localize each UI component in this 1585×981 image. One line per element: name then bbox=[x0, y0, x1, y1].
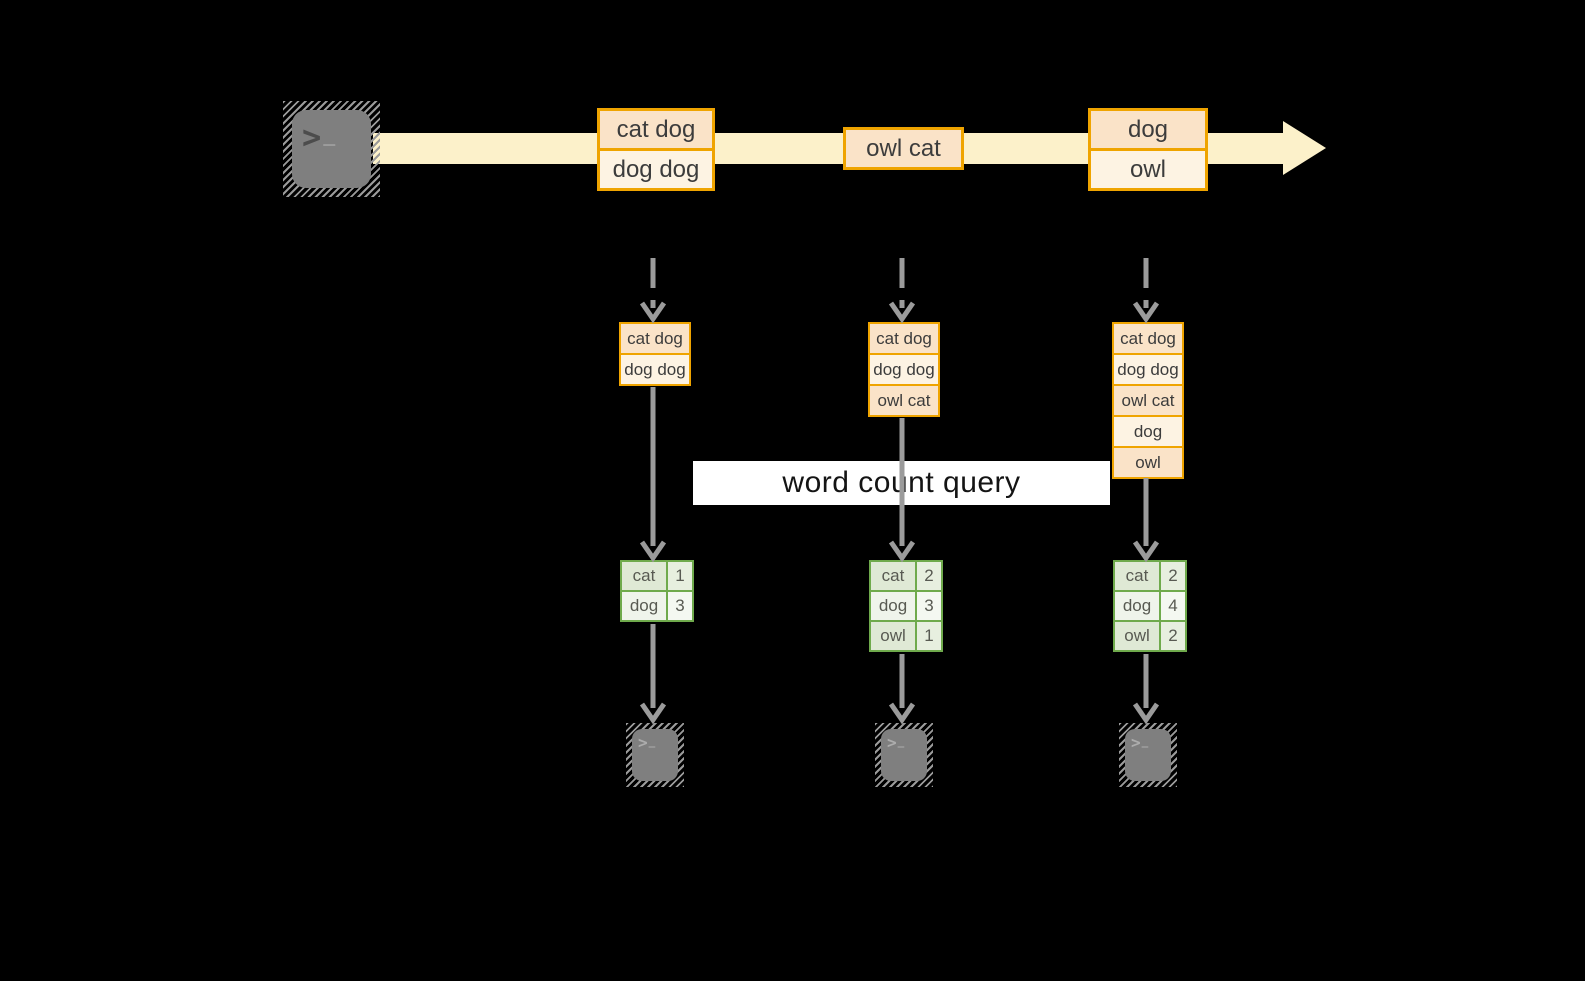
prompt-cursor: _ bbox=[323, 122, 336, 146]
prompt-cursor: _ bbox=[897, 735, 905, 748]
stream-batch-2: owl cat bbox=[843, 127, 964, 170]
terminal-body: >_ bbox=[1125, 729, 1171, 781]
query-arrow-3 bbox=[1132, 478, 1160, 563]
result-count: 2 bbox=[917, 562, 941, 590]
prompt-cursor: _ bbox=[648, 735, 656, 748]
result-table-1: cat 1 dog 3 bbox=[620, 560, 694, 622]
output-terminal-icon-1: >_ bbox=[626, 723, 684, 787]
stream-batch-3: dog owl bbox=[1088, 108, 1208, 191]
result-count: 4 bbox=[1161, 592, 1185, 620]
result-count: 2 bbox=[1161, 562, 1185, 590]
result-word: cat bbox=[622, 562, 666, 590]
input-line: dog bbox=[1114, 417, 1182, 446]
batch-line: dog dog bbox=[600, 151, 712, 188]
dashed-arrow-3 bbox=[1132, 258, 1160, 324]
result-word: dog bbox=[622, 592, 666, 620]
output-arrow-3 bbox=[1132, 654, 1160, 725]
prompt-chevron: > bbox=[302, 118, 322, 156]
input-line: cat dog bbox=[870, 324, 938, 353]
prompt-cursor: _ bbox=[1141, 735, 1149, 748]
prompt-chevron: > bbox=[887, 733, 897, 752]
result-word: owl bbox=[871, 622, 915, 650]
result-word: owl bbox=[1115, 622, 1159, 650]
input-line: owl cat bbox=[1114, 386, 1182, 415]
result-count: 2 bbox=[1161, 622, 1185, 650]
output-arrow-2 bbox=[888, 654, 916, 725]
input-line: cat dog bbox=[1114, 324, 1182, 353]
batch-line: owl bbox=[1091, 151, 1205, 188]
result-count: 1 bbox=[668, 562, 692, 590]
prompt-chevron: > bbox=[638, 733, 648, 752]
query-label: word count query bbox=[693, 461, 1110, 505]
input-line: dog dog bbox=[870, 355, 938, 384]
input-table-2: cat dog dog dog owl cat bbox=[868, 322, 940, 417]
input-table-3: cat dog dog dog owl cat dog owl bbox=[1112, 322, 1184, 479]
terminal-body: >_ bbox=[632, 729, 678, 781]
result-table-2: cat 2 dog 3 owl 1 bbox=[869, 560, 943, 652]
result-table-3: cat 2 dog 4 owl 2 bbox=[1113, 560, 1187, 652]
terminal-body: >_ bbox=[881, 729, 927, 781]
result-word: cat bbox=[871, 562, 915, 590]
terminal-body: >_ bbox=[292, 110, 371, 188]
result-count: 3 bbox=[917, 592, 941, 620]
input-line: cat dog bbox=[621, 324, 689, 353]
input-table-1: cat dog dog dog bbox=[619, 322, 691, 386]
result-word: dog bbox=[871, 592, 915, 620]
result-count: 3 bbox=[668, 592, 692, 620]
dashed-arrow-1 bbox=[639, 258, 667, 324]
terminal-prompt-icon: >_ bbox=[638, 733, 655, 752]
output-terminal-icon-2: >_ bbox=[875, 723, 933, 787]
batch-line: owl cat bbox=[846, 130, 961, 167]
stream-arrowhead bbox=[1283, 121, 1326, 175]
result-word: cat bbox=[1115, 562, 1159, 590]
query-arrow-1 bbox=[639, 387, 667, 563]
input-line: owl cat bbox=[870, 386, 938, 415]
input-line: dog dog bbox=[621, 355, 689, 384]
batch-line: dog bbox=[1091, 111, 1205, 148]
input-line: owl bbox=[1114, 448, 1182, 477]
output-terminal-icon-3: >_ bbox=[1119, 723, 1177, 787]
terminal-prompt-icon: >_ bbox=[1131, 733, 1148, 752]
stream-batch-1: cat dog dog dog bbox=[597, 108, 715, 191]
dashed-arrow-2 bbox=[888, 258, 916, 324]
prompt-chevron: > bbox=[1131, 733, 1141, 752]
output-arrow-1 bbox=[639, 624, 667, 725]
source-terminal-icon: >_ bbox=[283, 101, 380, 197]
input-line: dog dog bbox=[1114, 355, 1182, 384]
result-count: 1 bbox=[917, 622, 941, 650]
result-word: dog bbox=[1115, 592, 1159, 620]
terminal-prompt-icon: >_ bbox=[302, 118, 335, 156]
terminal-prompt-icon: >_ bbox=[887, 733, 904, 752]
batch-line: cat dog bbox=[600, 111, 712, 148]
